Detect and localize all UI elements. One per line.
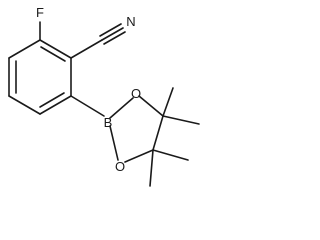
o-c-bond [124, 149, 154, 163]
atom-boron: B [104, 115, 113, 130]
nitrile-triple-bond [103, 31, 126, 45]
o-c-bond [138, 95, 164, 117]
b-o-bond [109, 97, 134, 119]
fluorine-label: F [36, 5, 44, 20]
nitrile-triple-bond [101, 27, 124, 41]
dioxaborolane-ring [109, 95, 164, 163]
atom-oxygen-lower: O [115, 159, 125, 174]
ring-bond [8, 39, 41, 59]
oxygen-lower-label: O [115, 159, 125, 174]
nitrogen-label: N [126, 14, 135, 29]
c-c-nitrile-bond [70, 39, 103, 59]
nitrile-group [70, 23, 126, 59]
ring-double-bond [40, 46, 66, 62]
methyl-bond [149, 149, 154, 187]
molecule-diagram: F N B O O [8, 5, 200, 187]
methyl-bond [162, 115, 200, 125]
boron-label: B [104, 115, 113, 130]
ring-bond [39, 39, 72, 59]
methyl-groups [149, 87, 200, 187]
ring-bond [39, 95, 72, 115]
ring-double-bond [39, 92, 65, 108]
methyl-bond [162, 87, 174, 117]
oxygen-upper-label: O [131, 86, 141, 101]
benzene-ring [8, 39, 72, 115]
atom-oxygen-upper: O [131, 86, 141, 101]
methyl-bond [152, 149, 189, 161]
c-c-bond [152, 115, 164, 151]
c-b-bond [70, 95, 105, 117]
ring-bond [8, 95, 41, 115]
b-o-bond [109, 125, 119, 161]
nitrile-triple-bond [99, 23, 122, 37]
atom-nitrogen: N [126, 14, 135, 29]
atom-fluorine: F [36, 5, 44, 20]
